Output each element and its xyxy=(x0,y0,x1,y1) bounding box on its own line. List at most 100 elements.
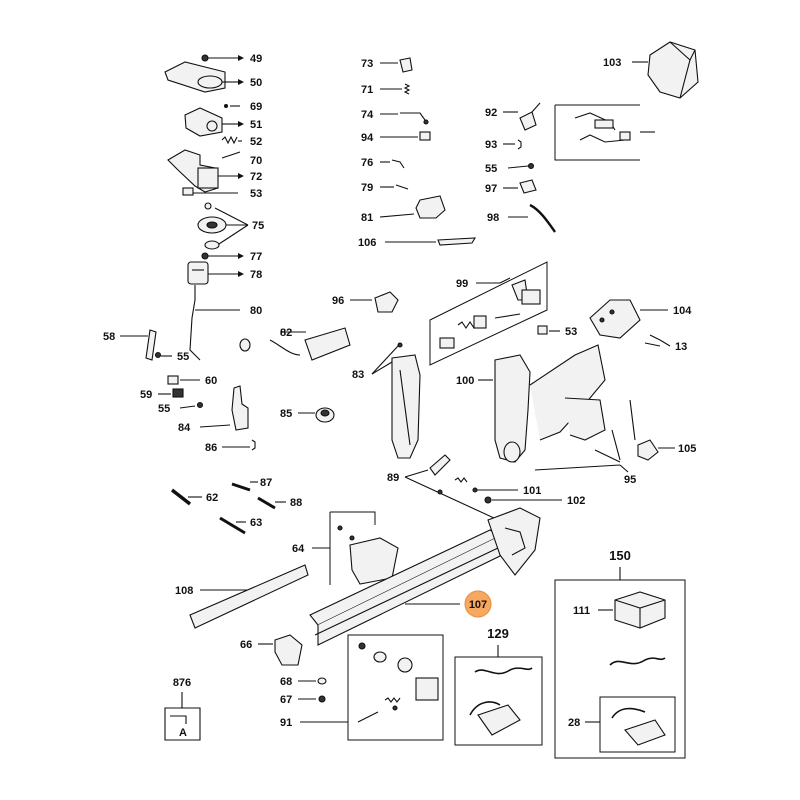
part-77[interactable] xyxy=(201,252,244,260)
part-96[interactable] xyxy=(350,291,399,313)
part-104[interactable] xyxy=(589,299,668,339)
part-92[interactable] xyxy=(503,102,541,131)
part-72[interactable] xyxy=(167,149,244,193)
label-28: 28 xyxy=(568,717,580,729)
callout-107[interactable]: 107 xyxy=(464,590,492,618)
label-74: 74 xyxy=(361,109,374,121)
part-13[interactable] xyxy=(644,334,671,347)
label-95: 95 xyxy=(624,474,636,486)
part-95[interactable] xyxy=(534,399,636,473)
part-69[interactable] xyxy=(224,104,240,108)
part-150-group[interactable] xyxy=(554,567,686,759)
part-50[interactable] xyxy=(164,61,244,93)
part-80[interactable] xyxy=(189,285,240,361)
part-64[interactable] xyxy=(312,511,399,585)
label-97: 97 xyxy=(485,183,497,195)
part-85[interactable] xyxy=(298,407,335,423)
label-876: 876 xyxy=(173,677,191,689)
label-58: 58 xyxy=(103,331,115,343)
label-64: 64 xyxy=(292,543,305,555)
label-51: 51 xyxy=(250,119,262,131)
part-81[interactable] xyxy=(379,195,446,219)
part-51[interactable] xyxy=(184,107,244,137)
part-58[interactable] xyxy=(120,329,157,361)
part-97[interactable] xyxy=(503,179,537,194)
part-60[interactable] xyxy=(167,375,200,385)
part-53b[interactable] xyxy=(537,325,560,335)
label-96: 96 xyxy=(332,295,344,307)
part-100[interactable] xyxy=(478,344,606,463)
part-63[interactable] xyxy=(219,516,246,535)
label-66: 66 xyxy=(240,639,252,651)
label-92: 92 xyxy=(485,107,497,119)
label-101: 101 xyxy=(523,485,541,497)
part-103[interactable] xyxy=(632,41,699,99)
label-111: 111 xyxy=(573,605,590,617)
part-49[interactable] xyxy=(201,54,244,62)
wire-harness-box[interactable] xyxy=(554,104,655,161)
part-99-group[interactable] xyxy=(429,261,548,366)
part-66[interactable] xyxy=(258,634,303,666)
label-107: 107 xyxy=(469,599,487,611)
part-55b[interactable] xyxy=(179,401,204,409)
part-102[interactable] xyxy=(484,496,562,504)
part-55a[interactable] xyxy=(154,351,173,359)
part-91-group[interactable] xyxy=(300,634,444,741)
part-79[interactable] xyxy=(380,184,409,190)
part-59[interactable] xyxy=(158,388,184,398)
part-108[interactable] xyxy=(189,564,309,629)
part-78[interactable] xyxy=(187,261,244,285)
part-28-group[interactable] xyxy=(585,696,676,753)
part-105[interactable] xyxy=(637,439,675,461)
label-63: 63 xyxy=(250,517,262,529)
part-62[interactable] xyxy=(170,488,202,506)
part-75[interactable] xyxy=(197,202,249,250)
part-84[interactable] xyxy=(199,385,249,431)
part-87[interactable] xyxy=(231,481,258,492)
label-13: 13 xyxy=(675,341,687,353)
label-79: 79 xyxy=(361,182,373,194)
part-101[interactable] xyxy=(472,487,518,493)
part-76[interactable] xyxy=(380,159,405,169)
label-49: 49 xyxy=(250,53,262,65)
label-94: 94 xyxy=(361,132,374,144)
part-70[interactable] xyxy=(221,151,241,159)
part-67[interactable] xyxy=(298,695,326,703)
sticker-letter-a: A xyxy=(179,727,187,739)
part-83[interactable] xyxy=(371,342,421,459)
part-52[interactable] xyxy=(221,135,242,145)
label-68: 68 xyxy=(280,676,292,688)
part-93[interactable] xyxy=(503,139,522,150)
part-73[interactable] xyxy=(380,57,413,73)
part-55c[interactable] xyxy=(507,162,535,170)
label-75: 75 xyxy=(252,220,264,232)
label-52: 52 xyxy=(250,136,262,148)
label-83: 83 xyxy=(352,369,364,381)
part-68[interactable] xyxy=(298,677,327,685)
label-93: 93 xyxy=(485,139,497,151)
part-53a[interactable] xyxy=(182,187,238,196)
part-98[interactable] xyxy=(508,203,556,233)
part-876[interactable]: A xyxy=(164,692,201,741)
label-86: 86 xyxy=(205,442,217,454)
part-106[interactable] xyxy=(385,237,477,246)
part-71[interactable] xyxy=(380,83,411,95)
label-103: 103 xyxy=(603,57,621,69)
part-88[interactable] xyxy=(257,496,286,510)
label-87: 87 xyxy=(260,477,272,489)
part-94[interactable] xyxy=(380,131,431,141)
label-62: 62 xyxy=(206,492,218,504)
label-59: 59 xyxy=(140,389,152,401)
label-82: 82 xyxy=(280,327,292,339)
part-82[interactable] xyxy=(239,327,351,361)
label-71: 71 xyxy=(361,84,373,96)
label-55b: 55 xyxy=(158,403,170,415)
part-86[interactable] xyxy=(222,439,256,451)
label-99: 99 xyxy=(456,278,468,290)
part-107[interactable] xyxy=(309,507,541,646)
part-74[interactable] xyxy=(380,112,429,125)
part-129-group[interactable] xyxy=(454,645,543,746)
label-53b: 53 xyxy=(565,326,577,338)
label-104: 104 xyxy=(673,305,692,317)
